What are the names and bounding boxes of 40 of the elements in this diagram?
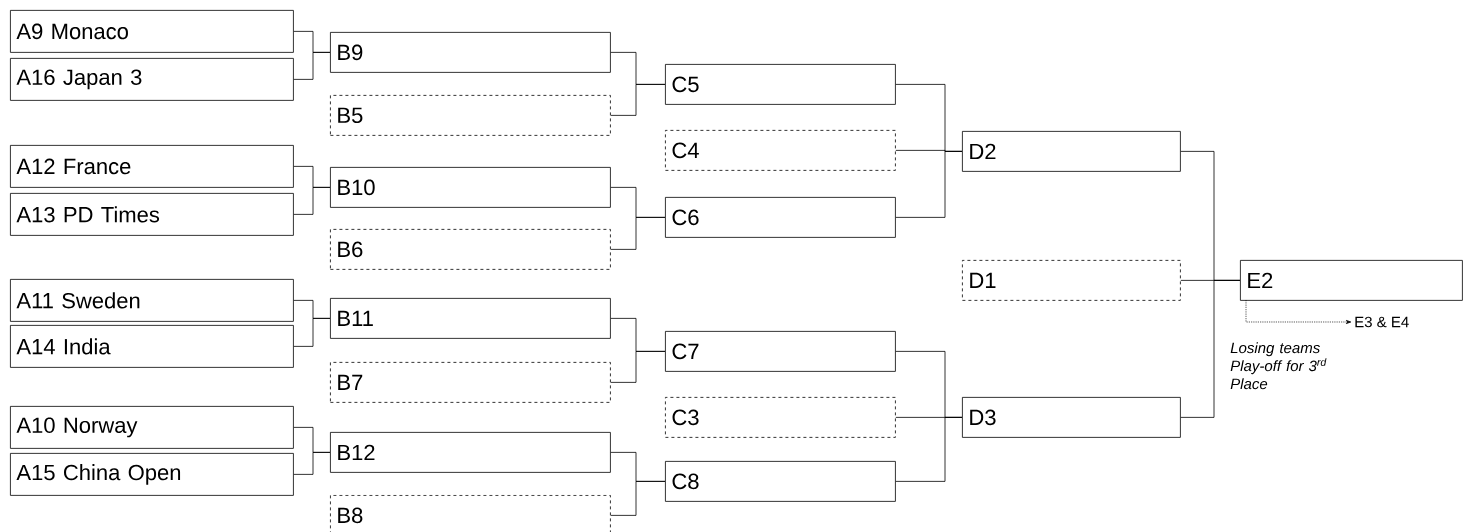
match-box: A14 India xyxy=(10,325,294,368)
match-box: B7 xyxy=(330,362,611,403)
match-box: C7 xyxy=(665,331,896,372)
match-box: B12 xyxy=(330,432,611,473)
match-box: E2 xyxy=(1240,260,1463,301)
bracket-line xyxy=(610,217,666,250)
match-box: B8 xyxy=(330,495,611,532)
match-box: A15 China Open xyxy=(10,453,294,496)
match-box: D1 xyxy=(962,260,1181,301)
bracket-line xyxy=(610,351,666,383)
result-label: E3 & E4 xyxy=(1355,316,1409,328)
match-box: A16 Japan 3 xyxy=(10,58,294,101)
match-box: C5 xyxy=(665,64,896,105)
match-box: D3 xyxy=(962,397,1181,438)
bracket-line xyxy=(293,187,331,215)
bracket-line xyxy=(293,52,331,80)
bracket-line xyxy=(1180,280,1241,418)
match-box: A11 Sweden xyxy=(10,279,294,322)
match-box: C4 xyxy=(665,130,896,171)
match-box: C6 xyxy=(665,197,896,238)
match-box: B10 xyxy=(330,167,611,208)
match-box: B6 xyxy=(330,229,611,270)
match-box: B9 xyxy=(330,32,611,73)
match-box: C8 xyxy=(665,461,896,502)
bracket-line xyxy=(610,481,666,516)
match-box: A12 France xyxy=(10,145,294,188)
match-box: A13 PD Times xyxy=(10,193,294,236)
bracket-line xyxy=(293,318,331,347)
bracket-line xyxy=(895,417,963,482)
note: Losing teams Play-off for 3$^{rd}$ Place xyxy=(1230,342,1327,390)
bracket-line xyxy=(293,452,331,475)
bracket-line xyxy=(895,151,963,218)
match-box: A9 Monaco xyxy=(10,10,294,53)
bracket-line xyxy=(610,84,666,116)
match-box: C3 xyxy=(665,397,896,438)
arrow xyxy=(1245,299,1352,324)
match-box: D2 xyxy=(962,131,1181,172)
match-box: A10 Norway xyxy=(10,406,294,449)
match-box: B11 xyxy=(330,298,611,339)
match-box: B5 xyxy=(330,95,611,136)
